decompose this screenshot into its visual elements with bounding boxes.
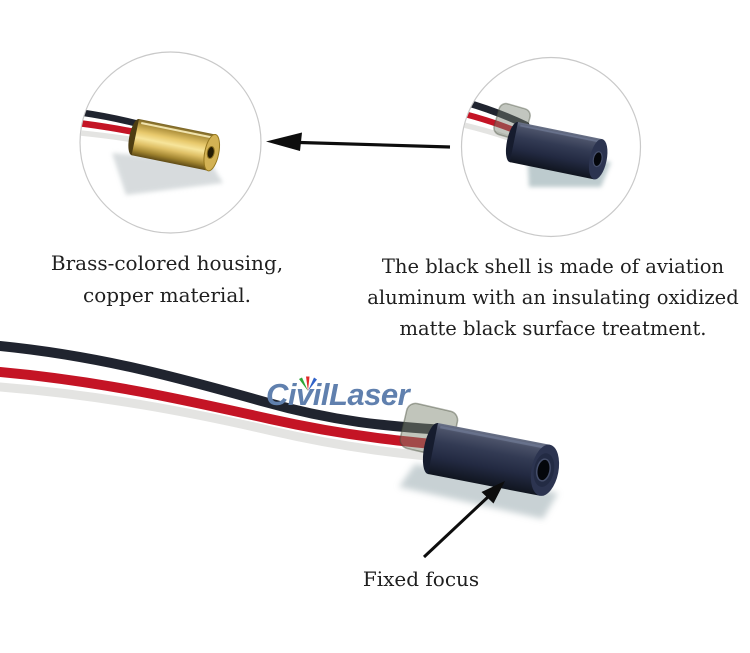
- logo-rgb-fan-icon: [299, 376, 317, 391]
- black-module-aperture: [536, 458, 551, 482]
- brass-highlight: [141, 122, 212, 139]
- wire-black: [0, 341, 447, 435]
- right-inset-caption: The black shell is made of aviation alum…: [367, 251, 738, 344]
- caption-line: aluminum with an insulating oxidized: [367, 286, 739, 309]
- fixed-focus-label: Fixed focus: [362, 567, 480, 591]
- main-photo: [0, 341, 560, 519]
- fixed-focus-arrow-icon: [422, 481, 505, 559]
- black-module-body: [509, 122, 603, 180]
- black-module-aperture: [592, 151, 603, 168]
- caption-line: copper material.: [83, 283, 251, 307]
- caption-line: The black shell is made of aviation: [381, 255, 725, 278]
- wire-white: [0, 382, 453, 463]
- brass-module-body: [131, 119, 216, 171]
- black-module-illustration: [505, 121, 608, 180]
- brass-module-aperture: [206, 146, 215, 159]
- caption-line: matte black surface treatment.: [399, 317, 707, 340]
- shell-highlight: [520, 124, 598, 143]
- shell-highlight: [440, 425, 547, 449]
- black-module-illustration: [422, 422, 560, 496]
- caption-line: Brass-colored housing,: [50, 251, 284, 275]
- wire-red: [0, 367, 460, 451]
- right-inset-photo: [462, 94, 611, 187]
- brand-watermark: CivilLaser: [266, 377, 410, 412]
- left-inset-photo: [80, 107, 223, 195]
- brass-module-illustration: [128, 118, 221, 172]
- left-inset-caption: Brass-colored housing, copper material.: [51, 247, 283, 311]
- module-shadow: [399, 464, 558, 519]
- inset-pointer-arrow-icon: [266, 132, 451, 151]
- wire-black: [462, 94, 530, 129]
